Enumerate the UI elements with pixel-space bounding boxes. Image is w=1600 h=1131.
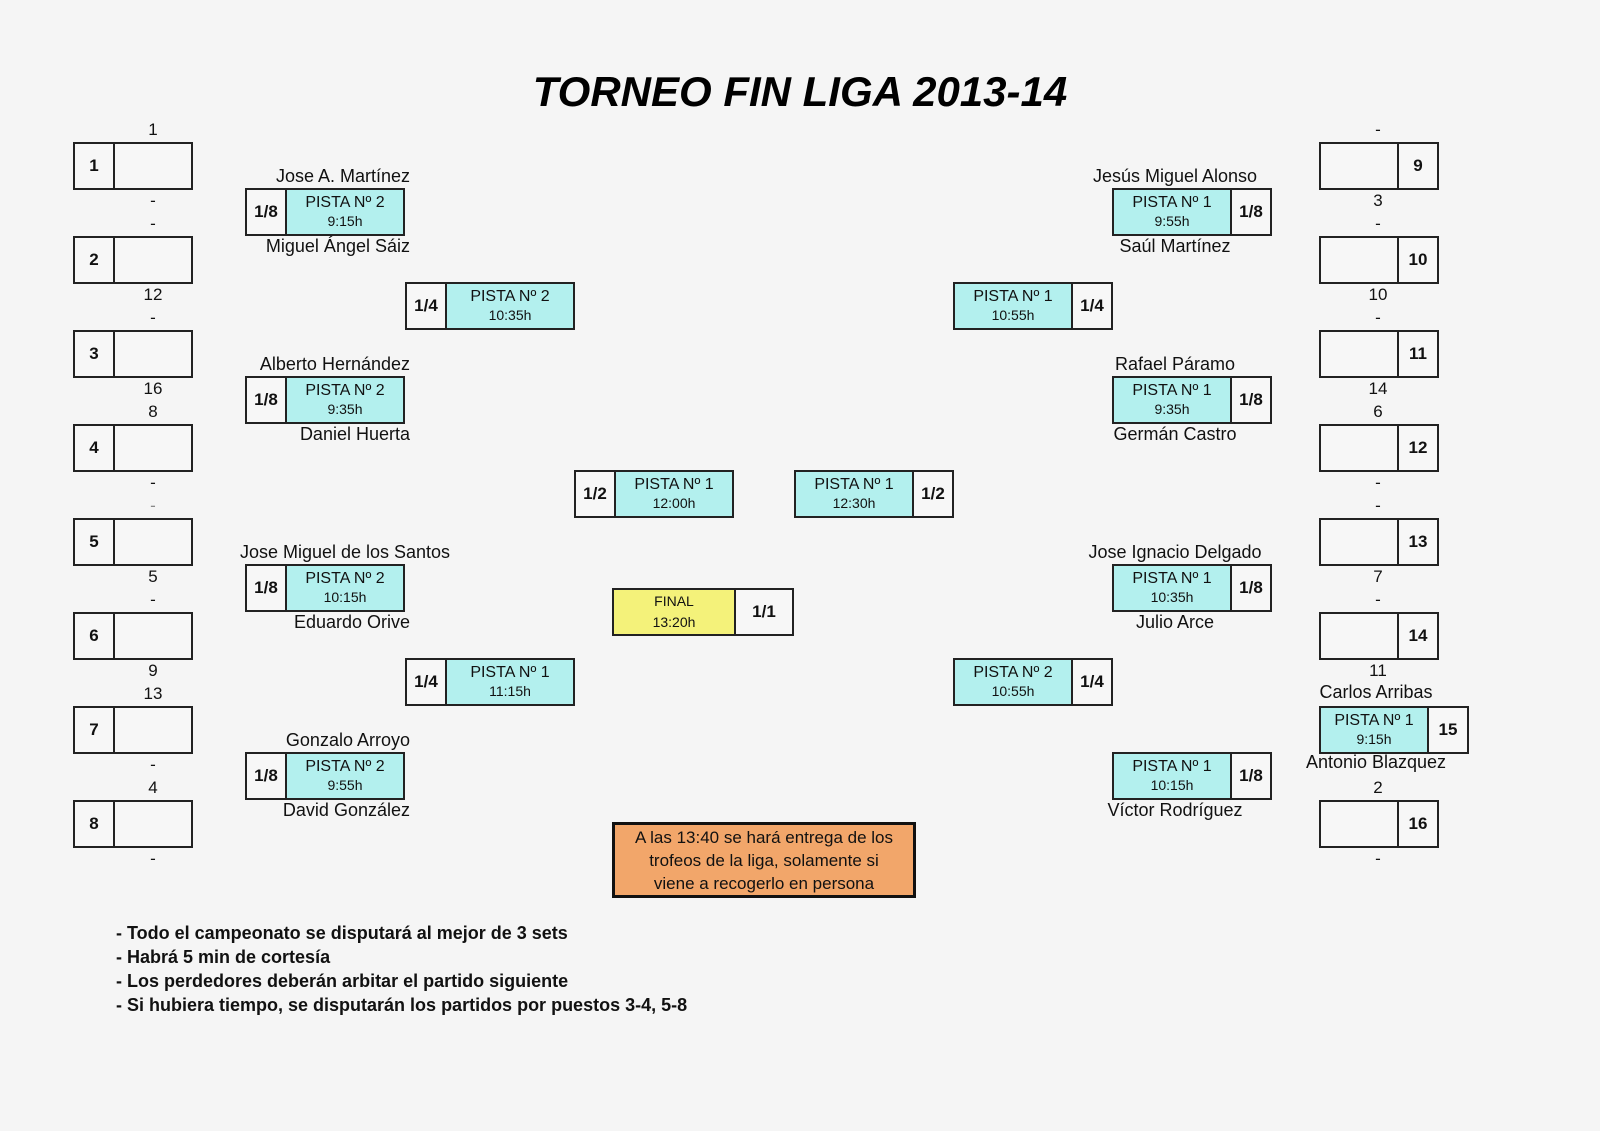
- rule-item: - Los perdedores deberán arbitar el part…: [116, 970, 569, 991]
- seed-slot-13: 13: [1319, 518, 1439, 566]
- score: -: [150, 473, 156, 492]
- score: -: [150, 755, 156, 774]
- score: -: [150, 191, 156, 210]
- score: 8: [148, 402, 158, 421]
- player-name: Daniel Huerta: [299, 424, 410, 444]
- score: 1: [148, 120, 158, 139]
- player-name: Jose Ignacio Delgado: [1088, 542, 1262, 562]
- score: -: [1375, 473, 1381, 492]
- player-name: Antonio Blazquez: [1305, 752, 1447, 772]
- score: 6: [1373, 402, 1383, 421]
- score: -: [150, 849, 156, 868]
- player-name: Jose Miguel de los Santos: [239, 542, 451, 562]
- seed-slot-8: 8: [73, 800, 193, 848]
- player-name: Germán Castro: [1113, 424, 1237, 444]
- score: -: [1375, 496, 1381, 515]
- score: -: [1375, 849, 1381, 868]
- score: 14: [1368, 379, 1388, 398]
- player-name: Jesús Miguel Alonso: [1092, 166, 1258, 186]
- seed-slot-11: 11: [1319, 330, 1439, 378]
- score: -: [150, 496, 156, 515]
- match-time: 9:15h: [1356, 731, 1392, 748]
- score: 5: [148, 567, 158, 586]
- player-name: Gonzalo Arroyo: [285, 730, 410, 750]
- rules-list: - Todo el campeonato se disputará al mej…: [116, 922, 687, 1018]
- player-name: Rafael Páramo: [1114, 354, 1236, 374]
- score: -: [1375, 590, 1381, 609]
- player-name: Carlos Arribas: [1319, 682, 1433, 702]
- score: -: [150, 590, 156, 609]
- player-name: Julio Arce: [1135, 612, 1215, 632]
- score: -: [150, 214, 156, 233]
- match-time: 13:20h: [652, 614, 696, 630]
- score: 4: [148, 778, 158, 797]
- rule-item: - Todo el campeonato se disputará al mej…: [116, 923, 568, 943]
- score: -: [1375, 308, 1381, 327]
- player-name: David González: [282, 800, 410, 820]
- seed-slot-7: 7: [73, 706, 193, 754]
- final-label: FINAL: [654, 593, 694, 609]
- seed-slot-6: 6: [73, 612, 193, 660]
- player-name: Miguel Ángel Sáiz: [265, 236, 410, 256]
- score: -: [150, 308, 156, 327]
- score: 12: [143, 285, 163, 304]
- seed-slot-5: 5: [73, 518, 193, 566]
- score: 13: [143, 684, 163, 703]
- seed-slot-16: 16: [1319, 800, 1439, 848]
- rule-item: - Si hubiera tiempo, se disputarán los p…: [116, 994, 688, 1015]
- court-label: PISTA Nº 1: [1334, 712, 1414, 730]
- score: 11: [1369, 661, 1387, 680]
- score: 7: [1373, 567, 1383, 586]
- player-name: Saúl Martínez: [1119, 236, 1231, 256]
- seed-slot-2: 2: [73, 236, 193, 284]
- player-name: Jose A. Martínez: [275, 166, 410, 186]
- player-name: Víctor Rodríguez: [1107, 800, 1243, 820]
- trophy-notice: A las 13:40 se hará entrega de los trofe…: [612, 822, 916, 898]
- seed-number: 15: [1427, 708, 1467, 752]
- page-title: TORNEO FIN LIGA 2013-14: [532, 68, 1068, 115]
- rule-item: - Habrá 5 min de cortesía: [116, 946, 331, 967]
- score: -: [1375, 214, 1381, 233]
- score: 2: [1373, 778, 1383, 797]
- score: 16: [143, 379, 163, 398]
- seed-slot-1: 1: [73, 142, 193, 190]
- score: 10: [1368, 285, 1388, 304]
- score: 9: [148, 661, 158, 680]
- seed-slot-3: 3: [73, 330, 193, 378]
- player-name: Alberto Hernández: [259, 354, 410, 374]
- seed-slot-4: 4: [73, 424, 193, 472]
- seed-slot-10: 10: [1319, 236, 1439, 284]
- score: 3: [1373, 191, 1383, 210]
- seed-slot-9: 9: [1319, 142, 1439, 190]
- seed-slot-14: 14: [1319, 612, 1439, 660]
- player-name: Eduardo Orive: [293, 612, 410, 632]
- seed-slot-12: 12: [1319, 424, 1439, 472]
- score: -: [1375, 120, 1381, 139]
